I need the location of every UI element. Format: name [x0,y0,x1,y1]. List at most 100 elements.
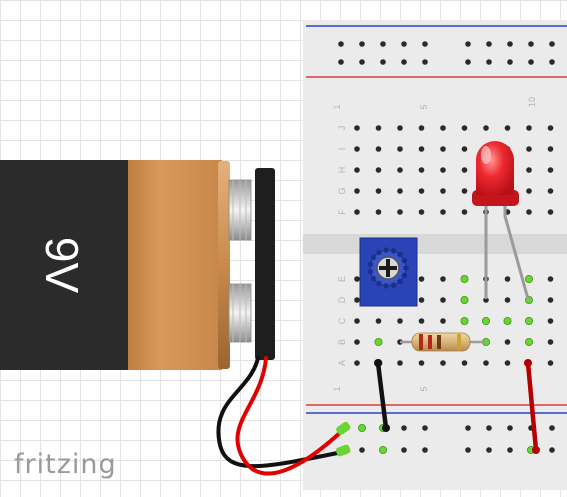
rail-hole [486,447,492,453]
rail-hole [465,41,471,47]
breadboard-hole [461,125,468,131]
breadboard-hole [547,209,554,215]
breadboard-hole [375,125,382,131]
breadboard-hole [525,274,534,283]
row-label-e: E [337,276,347,282]
breadboard-hole [418,146,425,152]
breadboard-hole [375,318,382,324]
potentiometer-tooth [376,280,382,287]
potentiometer-tooth [370,254,377,261]
rail-hole [528,41,534,47]
potentiometer [359,237,418,307]
battery-body [0,160,130,370]
rail-hole [357,423,366,432]
breadboard-hole [547,146,554,152]
breadboard-hole [461,360,468,366]
potentiometer-tooth [367,269,374,275]
battery-label: 9V [36,237,88,294]
resistor-band-3 [437,335,441,349]
rail-hole [401,447,407,453]
breadboard-hole [526,209,532,215]
breadboard-hole [440,276,446,282]
breadboard-hole [397,167,403,173]
battery-wires [216,356,351,476]
resistor-band-2 [428,335,432,349]
breadboard-hole [397,146,403,152]
led-dome [476,141,514,195]
row-labels-top: J I H G F [337,126,347,215]
row-label-c: C [337,317,347,324]
breadboard-body [303,20,567,490]
breadboard-hole [418,188,425,194]
column-label-10-top: 10 [527,97,537,107]
breadboard-hole [547,276,554,282]
breadboard-hole [440,167,446,173]
potentiometer-tooth [367,261,374,267]
rail-hole [549,447,555,453]
jumper-wires [374,359,540,454]
breadboard-hole [354,146,360,152]
battery-copper-label [128,160,222,370]
potentiometer-tooth [390,282,397,289]
breadboard-hole [440,125,446,131]
rail-hole [401,59,407,65]
battery-terminal-top [228,179,252,241]
breadboard-hole [483,360,489,366]
rail-hole [401,425,407,431]
row-label-d: D [337,296,347,303]
breadboard-hole [397,188,403,194]
rail-hole [422,59,428,65]
breadboard-hole [504,125,511,131]
row-label-a: A [337,360,347,366]
jumper-wire-red [525,360,539,453]
breadboard-hole [481,316,490,325]
rail-hole [549,425,555,431]
rail-hole [507,447,513,453]
breadboard-hole [525,316,534,325]
breadboard-hole [397,318,403,324]
potentiometer-tooth [396,278,404,285]
jumper-wire-red-end-bottom [532,446,540,454]
rail-hole [338,41,344,47]
breadboard-hole [374,337,383,346]
potentiometer-tooth [370,275,377,282]
breadboard-hole [547,188,554,194]
breadboard-hole [418,209,425,215]
breadboard-hole [460,295,469,304]
battery-wire-tip-black [335,444,351,457]
rail-hole [422,425,428,431]
breadboard-hole [460,274,469,283]
battery-snap-connector [255,168,275,360]
breadboard-hole [461,167,468,173]
column-label-5-bottom: 5 [419,386,429,391]
breadboard-hole [397,209,403,215]
breadboard-hole [418,125,425,131]
breadboard-hole [504,276,511,282]
breadboard-hole [354,360,360,366]
row-label-g: G [337,187,347,194]
potentiometer-tooth [401,257,408,264]
fritzing-logo: fritzing [14,449,117,480]
led-highlight [481,146,491,164]
rail-hole [465,447,471,453]
breadboard-hole [418,167,425,173]
breadboard-hole [418,276,425,282]
row-label-b: B [337,339,347,345]
breadboard-hole [354,167,360,173]
rail-hole [507,425,513,431]
row-label-i: I [337,148,347,151]
breadboard-hole [397,125,403,131]
breadboard-hole [503,316,512,325]
breadboard-hole [526,167,532,173]
rail-hole [486,41,492,47]
breadboard-hole [354,209,360,215]
rail-hole [380,41,386,47]
breadboard-hole [440,188,446,194]
breadboard-hole [440,360,446,366]
row-labels-bottom: E D C B A [337,276,347,366]
rail-hole [507,59,513,65]
battery-terminal-bottom [228,283,252,343]
breadboard-center-channel [303,234,567,254]
row-label-j: J [337,126,347,131]
